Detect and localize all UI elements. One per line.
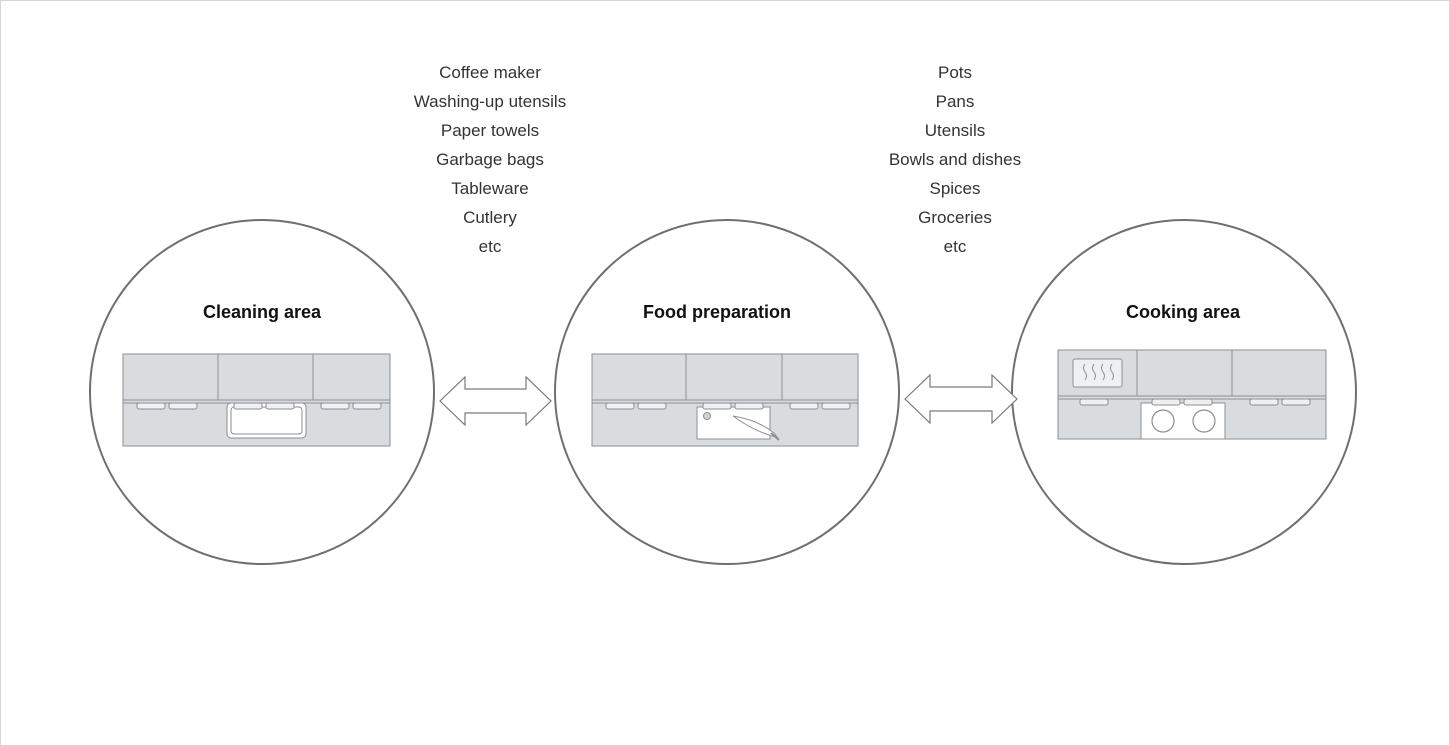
list-item: Garbage bags bbox=[436, 150, 544, 169]
list-item: Bowls and dishes bbox=[888, 150, 1022, 169]
upper-cabinet bbox=[591, 353, 687, 401]
list-item: Paper towels bbox=[440, 121, 540, 140]
list-item: Pots bbox=[937, 63, 973, 82]
upper-cabinet bbox=[1231, 349, 1327, 397]
list-item: Cutlery bbox=[463, 208, 517, 227]
upper-cabinet bbox=[781, 353, 859, 401]
upper-cabinet bbox=[1136, 349, 1233, 397]
extractor-hood-icon bbox=[1072, 358, 1123, 388]
list-item: Groceries bbox=[918, 208, 992, 227]
upper-cabinet bbox=[122, 353, 219, 401]
list-item: Pans bbox=[935, 92, 975, 111]
list-item: etc bbox=[943, 237, 967, 256]
list-item: Utensils bbox=[924, 121, 986, 140]
upper-cabinet bbox=[685, 353, 783, 401]
list-item: Coffee maker bbox=[439, 63, 541, 82]
cleaning-items-list: Coffee maker Washing-up utensils Paper t… bbox=[385, 58, 595, 261]
cleaning-kitchen-unit bbox=[122, 353, 391, 447]
double-arrow-icon bbox=[904, 373, 1018, 425]
double-arrow-icon bbox=[439, 375, 552, 427]
cooking-area-title: Cooking area bbox=[1125, 302, 1241, 322]
cooking-kitchen-unit bbox=[1057, 349, 1327, 440]
stove-icon bbox=[1140, 398, 1226, 440]
cleaning-area-title: Cleaning area bbox=[202, 302, 322, 322]
food-kitchen-unit bbox=[591, 353, 859, 447]
list-item: Tableware bbox=[451, 179, 529, 198]
list-item: Washing-up utensils bbox=[413, 92, 567, 111]
sink-icon bbox=[226, 402, 307, 439]
food-preparation-title: Food preparation bbox=[643, 302, 791, 322]
cooking-items-list: Pots Pans Utensils Bowls and dishes Spic… bbox=[850, 58, 1060, 261]
list-item: Spices bbox=[929, 179, 981, 198]
cutting-board-knife-icon bbox=[696, 402, 780, 441]
upper-cabinet bbox=[312, 353, 391, 401]
upper-cabinet bbox=[217, 353, 314, 401]
list-item: etc bbox=[478, 237, 502, 256]
